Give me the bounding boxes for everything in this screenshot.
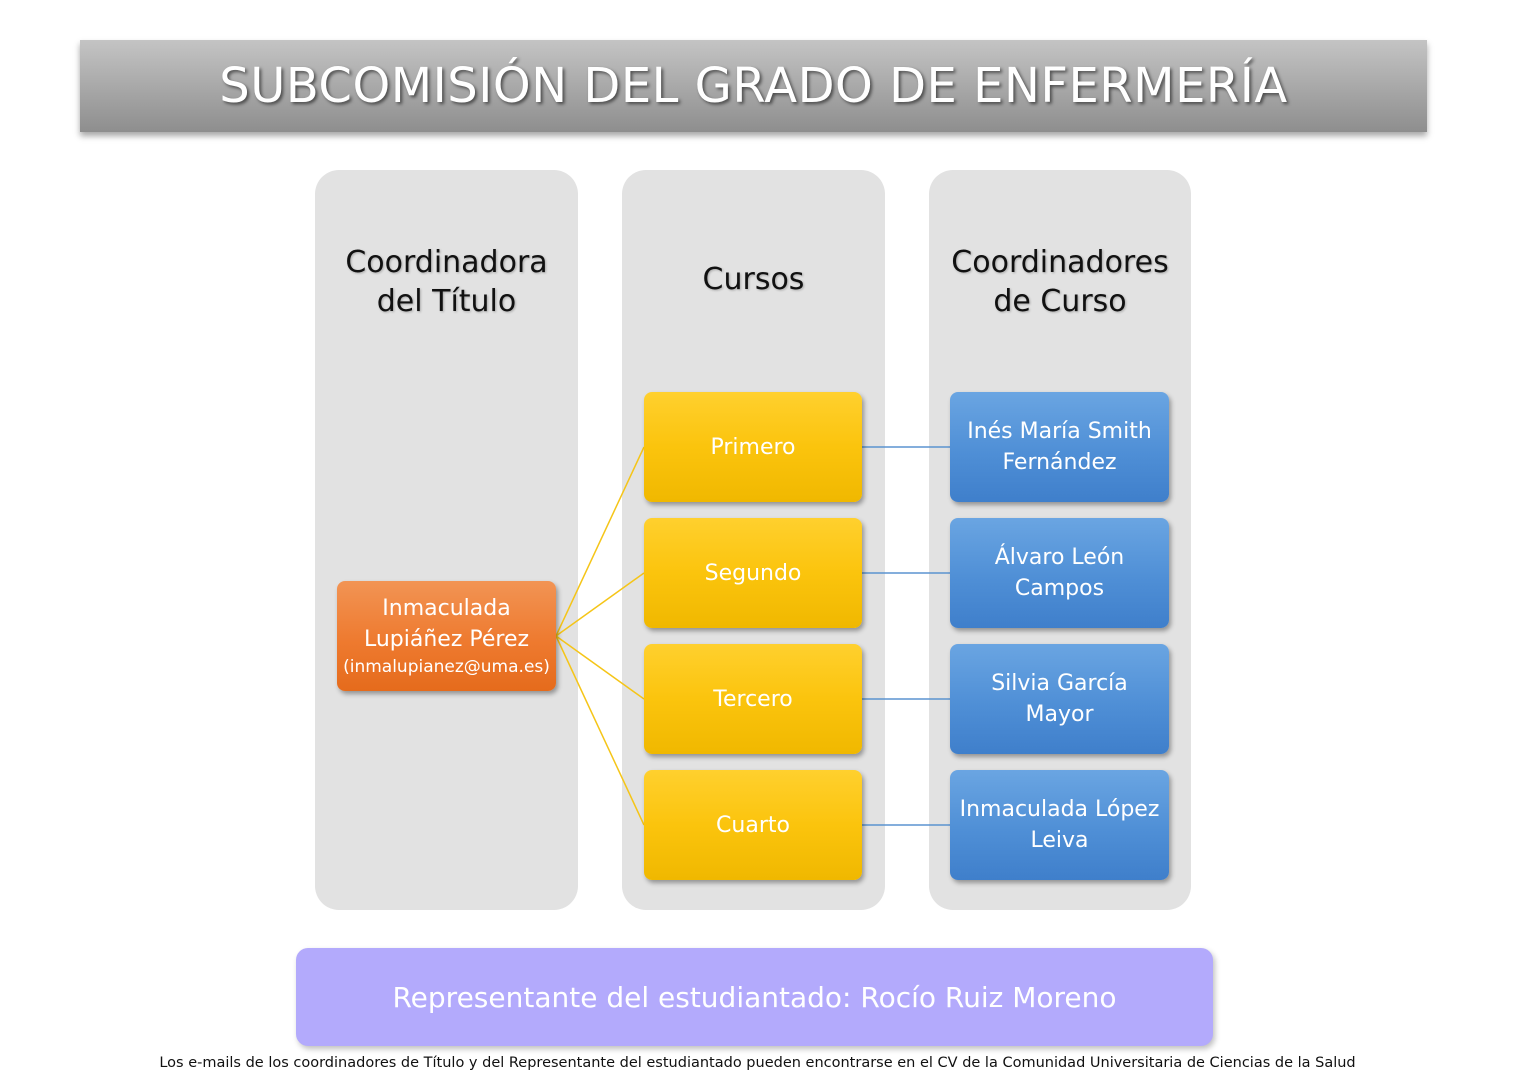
title-coordinator-box: Inmaculada Lupiáñez Pérez (inmalupianez@… <box>337 581 556 691</box>
course-coordinator-name-line: Fernández <box>1002 450 1117 475</box>
course-coordinator-name-line: Inmaculada López <box>959 797 1160 822</box>
column-header-course-coordinators: Coordinadores de Curso <box>929 243 1191 321</box>
page-title: SUBCOMISIÓN DEL GRADO DE ENFERMERÍA <box>219 58 1288 114</box>
course-coordinator-name-line: Mayor <box>1025 702 1094 727</box>
column-header-line: del Título <box>376 284 517 319</box>
course-label: Segundo <box>704 560 802 586</box>
column-header-coordinator: Coordinadora del Título <box>315 243 578 321</box>
column-header-line: Coordinadores <box>951 245 1169 280</box>
column-header-line: Coordinadora <box>345 245 548 280</box>
course-coordinator-name-line: Leiva <box>1030 828 1089 853</box>
course-label: Tercero <box>713 686 793 712</box>
course-coordinator-name-line: Silvia García <box>991 671 1128 696</box>
connector-to-cuarto <box>555 635 645 826</box>
course-box-tercero: Tercero <box>644 644 862 754</box>
course-coordinator-name-line: Campos <box>1014 576 1105 601</box>
connector-to-tercero <box>555 635 645 700</box>
course-box-segundo: Segundo <box>644 518 862 628</box>
title-bar: SUBCOMISIÓN DEL GRADO DE ENFERMERÍA <box>80 40 1427 132</box>
student-representative-text: Representante del estudiantado: Rocío Ru… <box>392 980 1117 1014</box>
footnote: Los e-mails de los coordinadores de Títu… <box>159 1055 1356 1071</box>
course-box-cuarto: Cuarto <box>644 770 862 880</box>
course-coordinator-box-cuarto: Inmaculada López Leiva <box>950 770 1169 880</box>
course-label: Cuarto <box>716 812 790 838</box>
student-representative-bar: Representante del estudiantado: Rocío Ru… <box>296 948 1213 1046</box>
course-coordinator-name-line: Álvaro León <box>994 545 1125 570</box>
connector-to-segundo <box>555 572 645 637</box>
connector-to-primero <box>555 446 645 637</box>
column-header-courses: Cursos <box>622 260 885 299</box>
course-box-primero: Primero <box>644 392 862 502</box>
column-header-line: Cursos <box>702 262 805 297</box>
course-coordinator-box-primero: Inés María Smith Fernández <box>950 392 1169 502</box>
title-coordinator-name-line: Lupiáñez Pérez <box>363 627 530 652</box>
course-coordinator-box-segundo: Álvaro León Campos <box>950 518 1169 628</box>
course-coordinator-name-line: Inés María Smith <box>967 419 1152 444</box>
course-coordinator-box-tercero: Silvia García Mayor <box>950 644 1169 754</box>
course-label: Primero <box>710 434 796 460</box>
title-coordinator-email: (inmalupianez@uma.es) <box>343 657 550 677</box>
column-header-line: de Curso <box>993 284 1127 319</box>
title-coordinator-name-line: Inmaculada <box>382 596 511 621</box>
column-coordinator: Coordinadora del Título <box>315 170 578 910</box>
